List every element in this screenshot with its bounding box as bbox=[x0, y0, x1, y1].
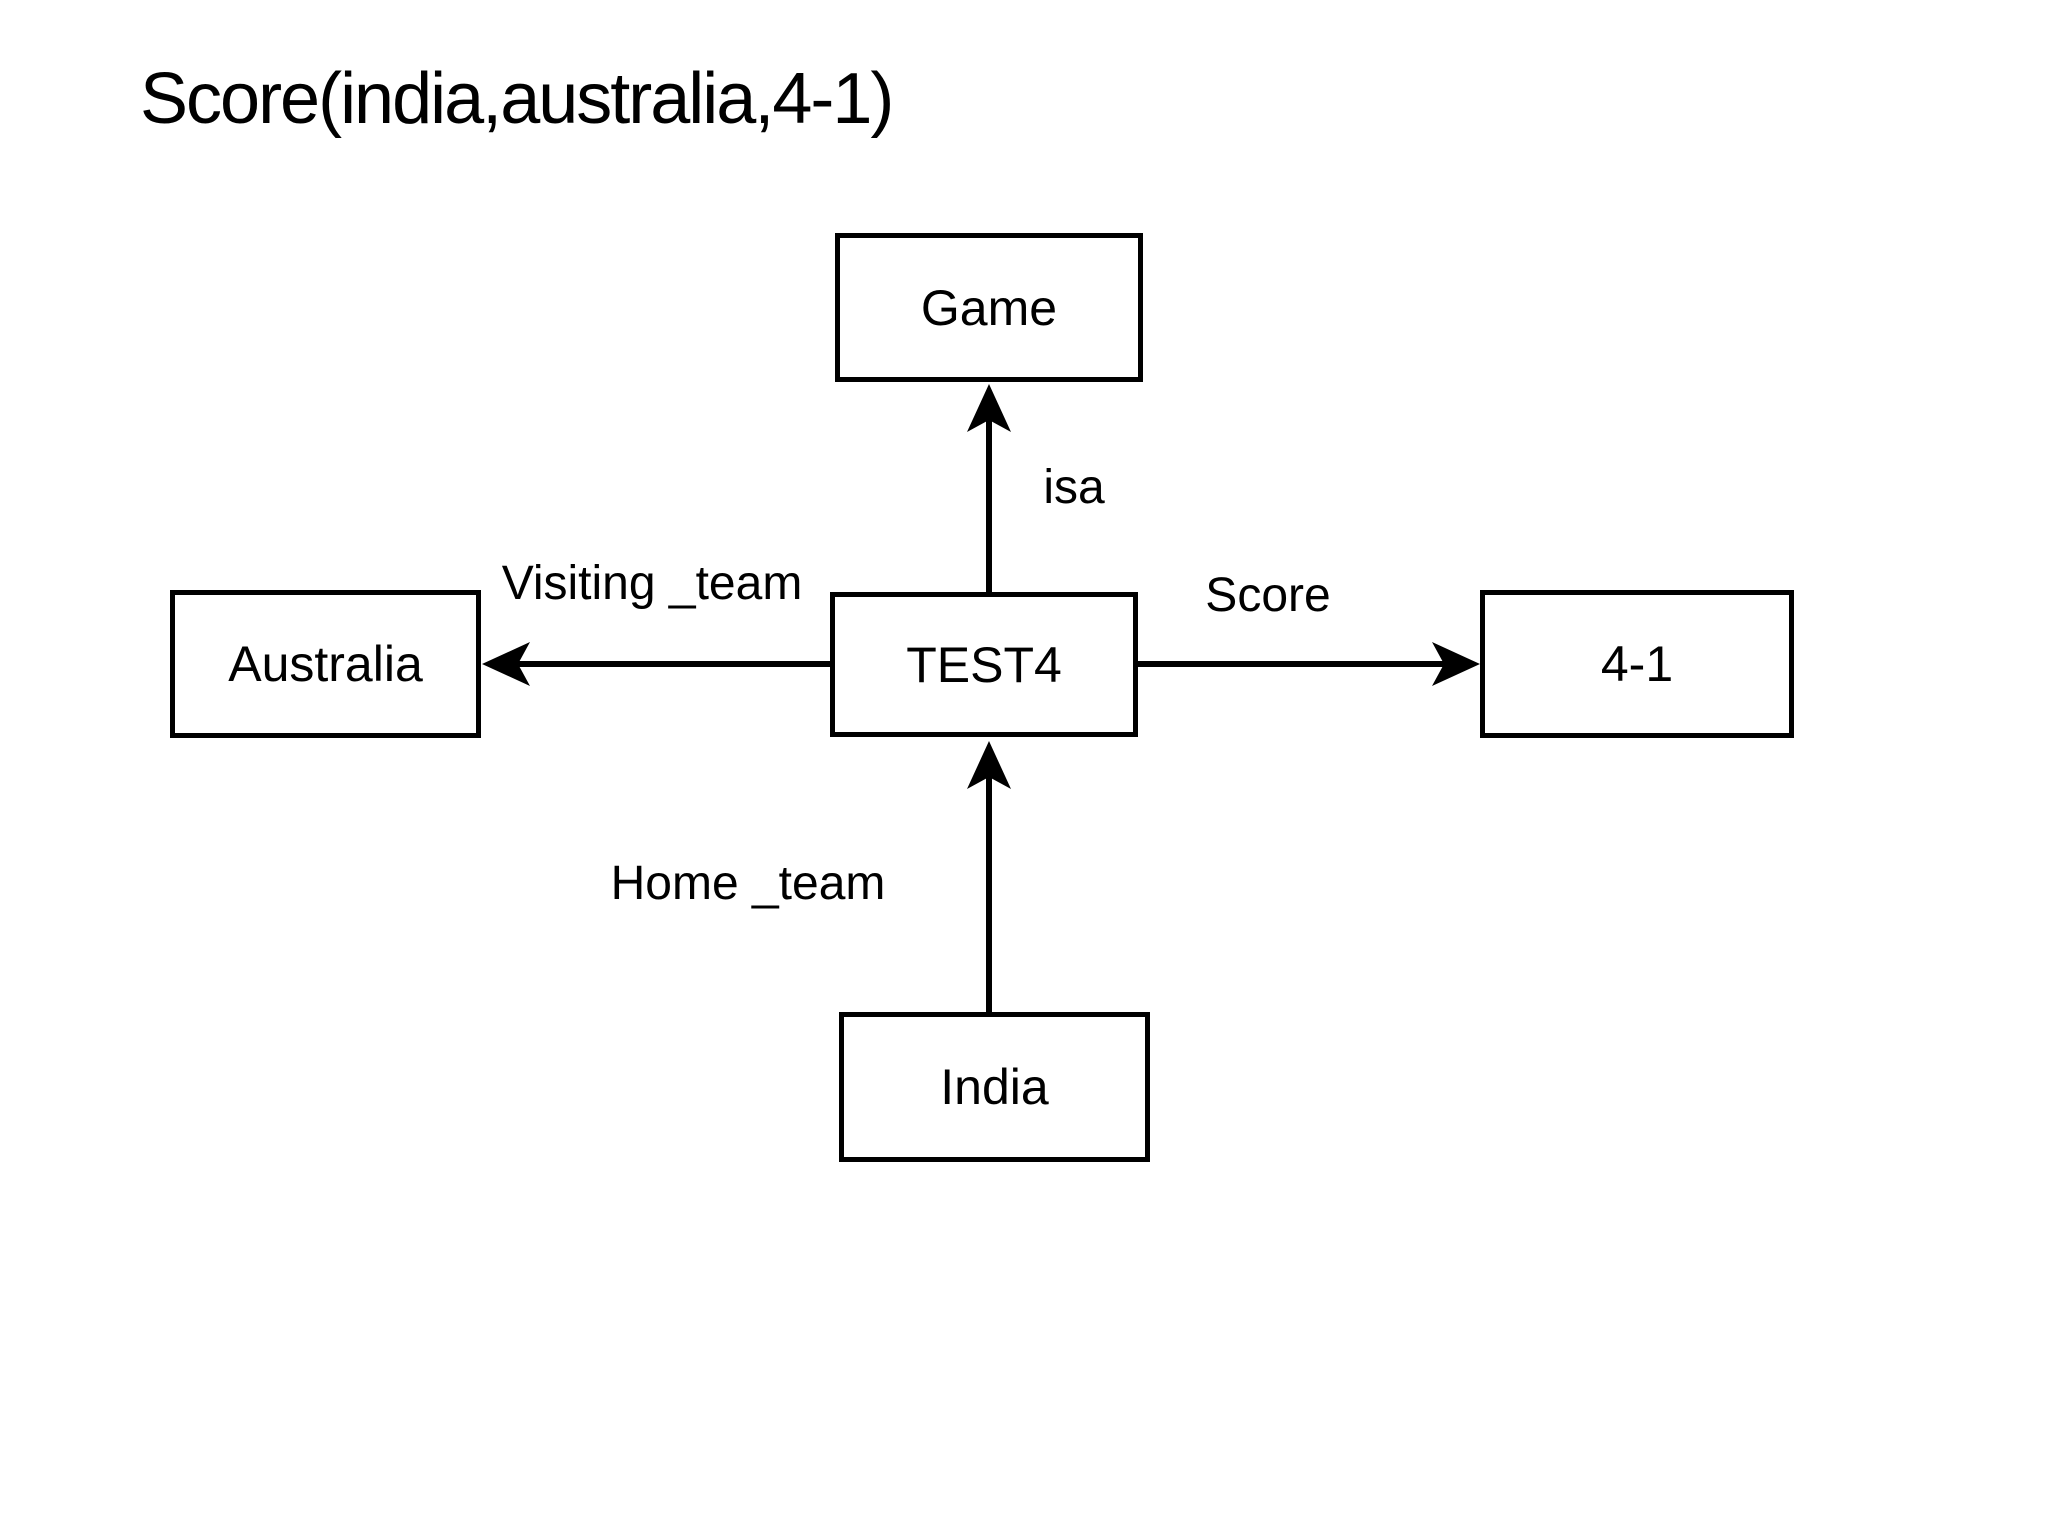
arrowhead-up-icon bbox=[967, 384, 1011, 432]
node-test4-label: TEST4 bbox=[906, 636, 1062, 693]
arrowhead-up-icon bbox=[967, 741, 1011, 789]
node-game-label: Game bbox=[920, 279, 1058, 336]
node-india-label: India bbox=[940, 1059, 1049, 1115]
arrowhead-right-icon bbox=[1432, 642, 1480, 686]
edge-label-isa: isa bbox=[1043, 461, 1105, 514]
edge-label-visiting-team: Visiting _team bbox=[501, 557, 803, 610]
node-test4: TEST4 bbox=[830, 592, 1138, 737]
node-game: Game bbox=[835, 233, 1143, 382]
edge-label-score: Score bbox=[1205, 569, 1331, 622]
node-score-4-1: 4-1 bbox=[1480, 590, 1794, 738]
arrowhead-left-icon bbox=[482, 642, 530, 686]
node-india: India bbox=[839, 1012, 1150, 1162]
edge-isa-arrow bbox=[967, 384, 1011, 592]
edge-score-arrow bbox=[1138, 642, 1480, 686]
node-australia-label: Australia bbox=[228, 636, 423, 692]
edge-home-team-arrow bbox=[967, 741, 1011, 1012]
edge-label-home-team: Home _team bbox=[610, 857, 886, 910]
page-title: Score(india,australia,4-1) bbox=[140, 59, 894, 139]
node-score-4-1-label: 4-1 bbox=[1600, 636, 1674, 692]
edge-visiting-team-arrow bbox=[482, 642, 830, 686]
node-australia: Australia bbox=[170, 590, 481, 738]
